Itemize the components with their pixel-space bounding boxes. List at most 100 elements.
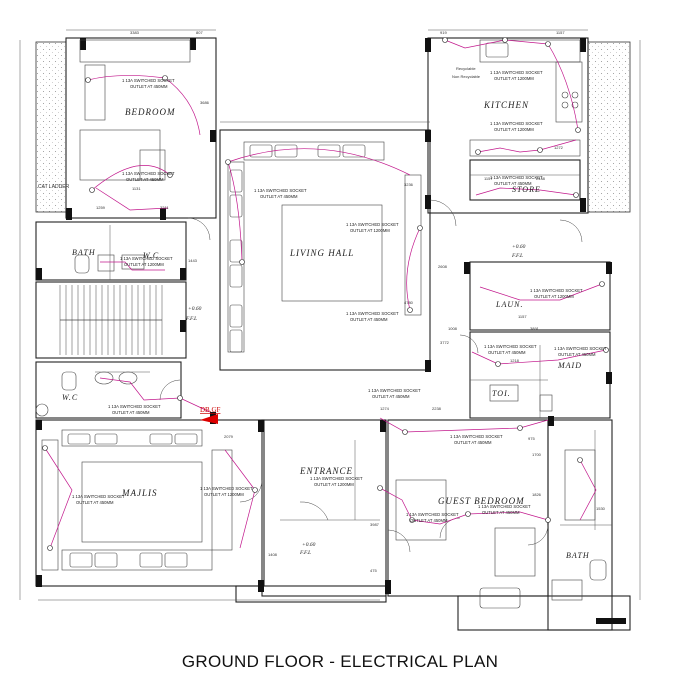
note-10b: OUTLET AT 450MM [112,410,150,415]
dim-12: 1157 [518,314,527,319]
note-8a: 1 13A SWITCHED SOCKET [490,175,543,180]
note-3b: OUTLET AT 450MM [260,194,298,199]
room-kitchen: KITCHEN [483,100,529,110]
note-19a: 1 13A SWITCHED SOCKET [406,512,459,517]
room-store: STORE [512,185,541,194]
note-12b: OUTLET AT 450MM [488,350,526,355]
note-10a: 1 13A SWITCHED SOCKET [108,404,161,409]
note-8b: OUTLET AT 450MM [494,181,532,186]
note-1a: 1 13A SWITCHED SOCKET [122,78,175,83]
note-11b: OUTLET AT 1200MM [534,294,574,299]
note-2a: 1 13A SWITCHED SOCKET [122,171,175,176]
dim-21: 3987 [370,522,380,527]
room-guest-bedroom: GUEST BEDROOM [438,496,525,506]
guest-bedroom-furniture [395,449,596,609]
inner-lines [19,29,641,601]
note-15a: 1 13A SWITCHED SOCKET [450,434,503,439]
dim-16: 1218 [510,358,520,363]
non-recyclable-label: Non Recyclable [452,74,481,79]
note-5a: 1 13A SWITCHED SOCKET [346,311,399,316]
dim-6: 1259 [96,205,106,210]
level-1: +0.60 [188,306,202,312]
staircase [59,285,163,355]
dim-17: 975 [528,436,535,441]
dim-3: 919 [440,30,447,35]
note-4a: 1 13A SWITCHED SOCKET [346,222,399,227]
bedroom-furniture [79,39,191,181]
note-5b: OUTLET AT 450MM [350,317,388,322]
level-2: +0.60 [512,244,526,250]
dim-13: 1274 [380,406,390,411]
walls [35,37,631,631]
dim-4: 1157 [556,30,565,35]
room-majlis: MAJLIS [121,488,158,498]
room-bath-2: BATH [566,551,590,560]
doors [159,199,583,553]
dim-14: 2238 [432,406,442,411]
note-20b: OUTLET AT 450MM [482,510,520,515]
note-16a: 1 13A SWITCHED SOCKET [200,486,253,491]
room-entrance: ENTRANCE [299,466,353,476]
note-9b: OUTLET AT 1200MM [124,262,164,267]
note-6b: OUTLET AT 1200MM [494,76,534,81]
kitchen-fixtures [469,39,583,157]
dim-9: 2608 [438,264,448,269]
note-15b: OUTLET AT 450MM [454,440,492,445]
note-2b: OUTLET AT 450MM [126,177,164,182]
note-7a: 1 13A SWITCHED SOCKET [490,121,543,126]
cat-ladder-label: CAT LADDER [38,184,70,190]
dim-7: 1443 [188,258,198,263]
room-living-hall: LIVING HALL [289,248,354,258]
plan-title: GROUND FLOOR - ELECTRICAL PLAN [181,652,499,671]
living-hall-furniture [227,141,422,353]
recyclable-label: Recyclable [456,66,476,71]
note-12a: 1 13A SWITCHED SOCKET [484,344,537,349]
note-4b: OUTLET AT 1200MM [350,228,390,233]
balcony-left-hatch [35,41,67,213]
note-17a: 1 13A SWITCHED SOCKET [72,494,125,499]
db-flag-icon [200,414,218,424]
dim-25: 2448 [536,176,546,181]
dim-22: 1826 [532,492,542,497]
bath-fixtures [35,254,607,601]
dim-26: 1131 [132,186,141,191]
note-18b: OUTLET AT 1200MM [314,482,354,487]
dim-29: 1700 [532,452,542,457]
dim-23: 1408 [268,552,278,557]
level-3: +0.60 [302,542,316,548]
room-toilet: TOI. [492,389,511,398]
note-9a: 1 13A SWITCHED SOCKET [120,256,173,261]
note-16b: OUTLET AT 1200MM [204,492,244,497]
level-ffl-1: F.F.L [185,316,197,322]
note-3a: 1 13A SWITCHED SOCKET [254,188,307,193]
columns [36,38,626,624]
room-laundry: LAUN. [495,300,523,309]
dim-24: 475 [370,568,377,573]
room-maid: MAID [557,361,582,370]
room-bedroom: BEDROOM [125,107,176,117]
dim-20: 1530 [596,506,606,511]
dim-2: 807 [196,30,203,35]
dim-10: 1008 [448,326,458,331]
note-19b: OUTLET AT 450MM [410,518,448,523]
note-1b: OUTLET AT 450MM [130,84,168,89]
room-wc-2: W.C [62,393,78,402]
note-7b: OUTLET AT 1200MM [494,127,534,132]
note-17b: OUTLET AT 450MM [76,500,114,505]
majlis-furniture [41,429,233,571]
note-13b: OUTLET AT 450MM [558,352,596,357]
note-14a: 1 13A SWITCHED SOCKET [368,388,421,393]
db-label: DB.GF [200,406,221,414]
dimension-labels: 3383 807 919 1157 3211 1259 1443 3236 26… [96,30,606,573]
note-6a: 1 13A SWITCHED SOCKET [490,70,543,75]
balcony-right-hatch [587,41,631,213]
room-wc-1: W.C [143,251,159,260]
dim-5: 3211 [160,205,169,210]
level-ffl-2: F.F.L [511,253,523,259]
socket-symbols [42,37,609,551]
dim-1: 3383 [130,30,140,35]
note-20a: 1 13A SWITCHED SOCKET [478,504,531,509]
note-11a: 1 13A SWITCHED SOCKET [530,288,583,293]
